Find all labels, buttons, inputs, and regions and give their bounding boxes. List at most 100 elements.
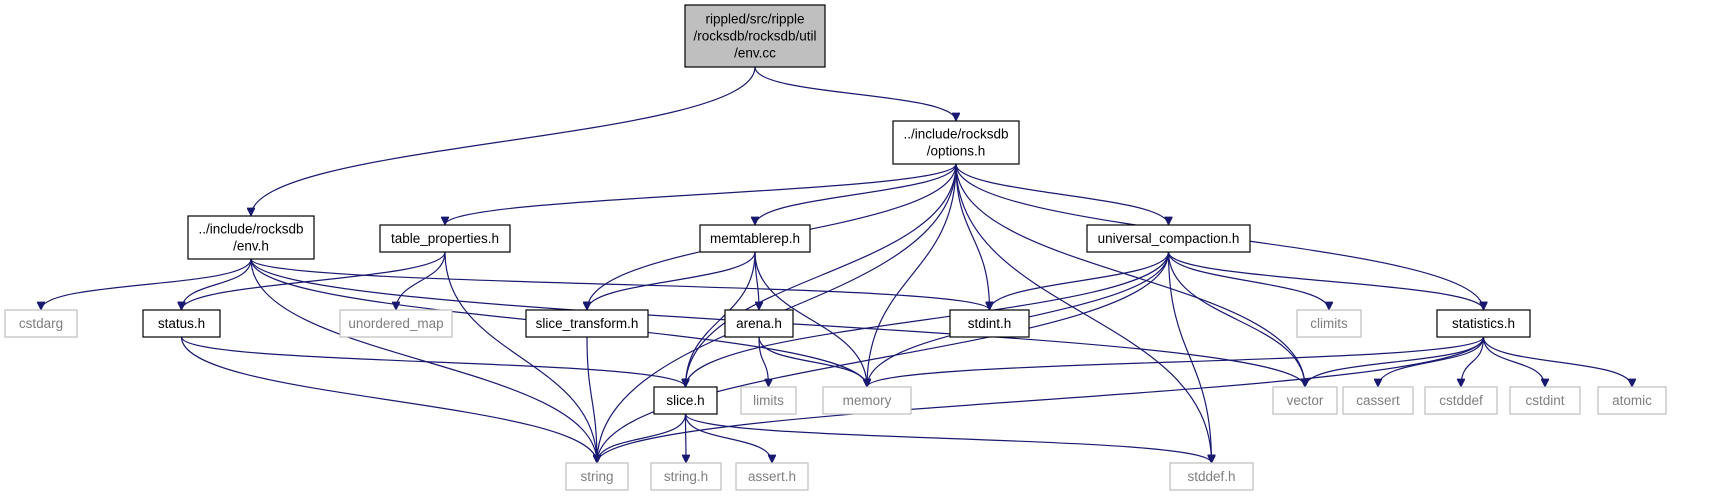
node-label: ../include/rocksdb [198, 222, 303, 237]
edge-statistics-h-to-atomic [1482, 336, 1633, 387]
node-statistics-h[interactable]: statistics.h [1436, 309, 1531, 338]
node-box [4, 309, 78, 338]
node-label: climits [1310, 316, 1348, 331]
node-cstdarg: cstdarg [4, 309, 78, 338]
node-box [565, 462, 629, 491]
edge-env-h-to-stdint-h [250, 258, 990, 310]
edge-env-cc-to-options-h [754, 66, 956, 121]
node-slice-h[interactable]: slice.h [653, 386, 718, 415]
node-label: limits [753, 393, 784, 408]
node-cstdint: cstdint [1509, 386, 1581, 415]
edge-universal-compaction-h-to-vector [1167, 251, 1306, 387]
node-box [949, 309, 1030, 338]
node-slice-transform-h[interactable]: slice_transform.h [525, 309, 649, 338]
node-box [339, 309, 453, 338]
node-box [822, 386, 912, 415]
node-box [699, 224, 811, 253]
node-box [1169, 462, 1254, 491]
node-env-h[interactable]: ../include/rocksdb/env.h [187, 215, 315, 260]
node-box [187, 215, 315, 260]
edge-env-cc-to-env-h [251, 66, 756, 216]
node-box [525, 309, 649, 338]
node-label: /env.cc [734, 46, 776, 61]
edge-options-h-to-stdint-h [955, 163, 990, 310]
node-label: table_properties.h [391, 231, 499, 246]
edge-universal-compaction-h-to-slice-h [686, 251, 1170, 387]
node-box [1509, 386, 1581, 415]
edge-env-h-to-status-h [182, 258, 252, 310]
node-box [653, 386, 718, 415]
edge-statistics-h-to-cstdint [1482, 336, 1546, 387]
node-label: /rocksdb/rocksdb/util [693, 29, 816, 44]
node-arena-h[interactable]: arena.h [724, 309, 794, 338]
node-atomic: atomic [1597, 386, 1667, 415]
node-universal-compaction-h[interactable]: universal_compaction.h [1086, 224, 1251, 253]
node-label: memtablerep.h [710, 231, 800, 246]
edge-statistics-h-to-string [597, 336, 1485, 463]
node-label: rippled/src/ripple [705, 12, 804, 27]
edge-slice-h-to-string [597, 413, 687, 463]
edge-universal-compaction-h-to-stddef-h [1167, 251, 1212, 463]
edge-slice-h-to-string-h [686, 413, 687, 463]
node-table-properties-h[interactable]: table_properties.h [379, 224, 511, 253]
node-label: string.h [664, 469, 708, 484]
node-box [1086, 224, 1251, 253]
node-label: vector [1287, 393, 1324, 408]
edge-arena-h-to-memory [758, 336, 867, 387]
node-string: string [565, 462, 629, 491]
node-box [1597, 386, 1667, 415]
node-box [735, 462, 809, 491]
edge-arena-h-to-limits [758, 336, 769, 387]
edge-statistics-h-to-vector [1305, 336, 1485, 387]
edge-universal-compaction-h-to-climits [1167, 251, 1330, 310]
node-box [1436, 309, 1531, 338]
edge-statistics-h-to-memory [867, 336, 1485, 387]
node-box [724, 309, 794, 338]
node-box [1272, 386, 1338, 415]
node-limits: limits [740, 386, 797, 415]
node-label: arena.h [736, 316, 782, 331]
node-label: slice_transform.h [536, 316, 639, 331]
node-climits: climits [1296, 309, 1362, 338]
node-status-h[interactable]: status.h [142, 309, 221, 338]
node-box [142, 309, 221, 338]
node-unordered-map: unordered_map [339, 309, 453, 338]
node-label: cstdint [1525, 393, 1564, 408]
node-options-h[interactable]: ../include/rocksdb/options.h [892, 120, 1020, 165]
node-cassert: cassert [1342, 386, 1414, 415]
node-label: stddef.h [1187, 469, 1235, 484]
node-box [892, 120, 1020, 165]
edge-slice-h-to-stddef-h [684, 413, 1212, 463]
node-box [650, 462, 722, 491]
node-label: /options.h [927, 144, 986, 159]
node-string-h: string.h [650, 462, 722, 491]
node-box [1342, 386, 1414, 415]
node-label: slice.h [666, 393, 704, 408]
nodes-layer: rippled/src/ripple/rocksdb/rocksdb/util /… [4, 4, 1667, 491]
node-label: unordered_map [348, 316, 443, 331]
node-label: memory [843, 393, 892, 408]
edge-statistics-h-to-cassert [1378, 336, 1485, 387]
node-memory: memory [822, 386, 912, 415]
edge-universal-compaction-h-to-string [597, 251, 1170, 463]
edge-options-h-to-memtablerep-h [755, 163, 957, 225]
edge-memtablerep-h-to-slice-transform-h [587, 251, 756, 310]
node-env-cc[interactable]: rippled/src/ripple/rocksdb/rocksdb/util /… [684, 4, 826, 68]
node-memtablerep-h[interactable]: memtablerep.h [699, 224, 811, 253]
edge-options-h-to-universal-compaction-h [955, 163, 1169, 225]
node-label: status.h [158, 316, 205, 331]
edge-env-h-to-cstdarg [41, 258, 252, 310]
node-cstddef: cstddef [1424, 386, 1498, 415]
edge-env-h-to-string [250, 258, 597, 463]
edge-universal-compaction-h-to-stdint-h [990, 251, 1170, 310]
node-label: /env.h [233, 239, 269, 254]
node-box [1296, 309, 1362, 338]
edge-options-h-to-vector [955, 163, 1305, 387]
node-stdint-h[interactable]: stdint.h [949, 309, 1030, 338]
edge-options-h-to-memory [867, 163, 957, 387]
edge-status-h-to-string [180, 336, 598, 463]
node-label: cassert [1356, 393, 1400, 408]
node-stddef-h: stddef.h [1169, 462, 1254, 491]
edge-statistics-h-to-cstddef [1461, 336, 1485, 387]
node-box [379, 224, 511, 253]
